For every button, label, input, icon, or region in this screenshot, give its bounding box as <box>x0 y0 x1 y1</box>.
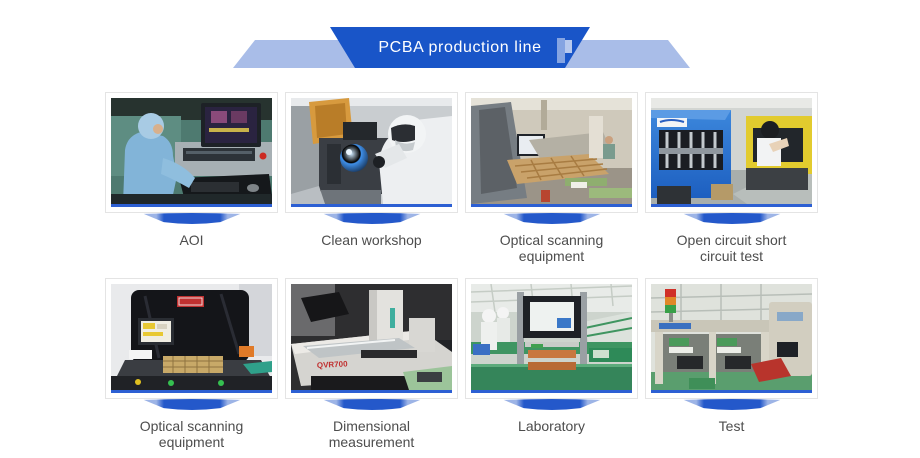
red-bucket <box>541 190 550 202</box>
glowing-lens-orb <box>340 144 368 172</box>
laptop <box>301 292 349 322</box>
photo-blue-edge <box>651 204 812 207</box>
photo-blue-edge <box>111 390 272 393</box>
photo-card <box>465 92 638 213</box>
photo-caption: Dimensional measurement <box>328 418 415 450</box>
gallery-item-laboratory: Laboratory <box>465 278 638 458</box>
banner-dark-ribbon: PCBA production line <box>330 27 590 68</box>
photo-cmm-machine: QVR700 <box>291 284 452 390</box>
photo-laboratory <box>471 284 632 390</box>
operator-in-cleanroom-suit <box>123 132 177 204</box>
photo-card <box>645 92 818 213</box>
stack-light-amber <box>665 297 676 305</box>
photo-black-scanner <box>111 284 272 390</box>
black-glove <box>373 156 385 168</box>
photo-card <box>645 278 818 399</box>
photo-caption: Clean workshop <box>321 232 422 248</box>
glass-stage <box>303 338 415 358</box>
pcb-panel <box>163 356 223 373</box>
photo-circuit-test <box>651 98 812 204</box>
gallery-item-aoi: AOI <box>105 92 278 278</box>
chevron-down-icon <box>683 399 780 410</box>
machine-model-label: QVR700 <box>317 359 349 370</box>
photo-card <box>105 92 278 213</box>
banner-accent-square <box>565 40 572 53</box>
photo-blue-edge <box>471 390 632 393</box>
stack-light-green <box>665 305 676 313</box>
worker-uniform <box>481 322 497 350</box>
machine-label <box>657 118 687 127</box>
tape-dispenser <box>239 346 254 357</box>
banner-accent-bar <box>557 38 565 63</box>
section-title: PCBA production line <box>378 38 542 56</box>
photo-blue-edge <box>111 204 272 207</box>
production-line-gallery: AOI <box>105 92 818 458</box>
photo-card: QVR700 <box>285 278 458 399</box>
photo-aoi <box>111 98 272 204</box>
gallery-item-optical-scanning-2: Optical scanning equipment <box>105 278 278 458</box>
gallery-item-optical-scanning-1: Optical scanning equipment <box>465 92 638 278</box>
stack-light-red <box>665 289 676 297</box>
photo-card <box>285 92 458 213</box>
photo-caption: Test <box>718 418 745 434</box>
photo-card <box>105 278 278 399</box>
photo-caption: Open circuit short circuit test <box>676 232 787 264</box>
worker-head <box>761 121 779 139</box>
keyboard <box>417 372 442 382</box>
chevron-down-icon <box>143 399 240 410</box>
emergency-stop-button <box>259 152 267 160</box>
worker-cap <box>482 309 496 323</box>
chevron-down-icon <box>503 213 600 224</box>
photo-blue-edge <box>651 390 812 393</box>
machine-logo-label <box>177 296 204 307</box>
photo-caption: Optical scanning equipment <box>499 232 604 264</box>
wooden-stool <box>711 184 733 200</box>
chevron-down-icon <box>143 213 240 224</box>
gallery-item-clean-workshop: Clean workshop <box>285 92 458 278</box>
chevron-down-icon <box>323 213 420 224</box>
photo-blue-edge <box>471 204 632 207</box>
air-conditioner <box>589 116 603 158</box>
photo-optical-scanning-room <box>471 98 632 204</box>
gallery-item-open-short-test: Open circuit short circuit test <box>645 92 818 278</box>
photo-test-line <box>651 284 812 390</box>
gallery-item-dimensional-measurement: QVR700 Dimensional measurement <box>285 278 458 458</box>
pcb-tray <box>528 350 576 358</box>
photo-caption: Laboratory <box>518 418 585 434</box>
chevron-down-icon <box>323 399 420 410</box>
beam-label <box>659 323 691 329</box>
chevron-down-icon <box>503 399 600 410</box>
face-visor <box>391 124 415 142</box>
chevron-down-icon <box>683 213 780 224</box>
photo-blue-edge <box>291 390 452 393</box>
photo-card <box>465 278 638 399</box>
photo-caption: AOI <box>179 232 204 248</box>
gallery-item-test: Test <box>645 278 818 458</box>
blue-bin <box>473 344 490 355</box>
worker <box>605 136 613 144</box>
photo-caption: Optical scanning equipment <box>139 418 244 450</box>
side-machine-screen <box>777 342 798 357</box>
photo-blue-edge <box>291 204 452 207</box>
photo-clean-workshop <box>291 98 452 204</box>
